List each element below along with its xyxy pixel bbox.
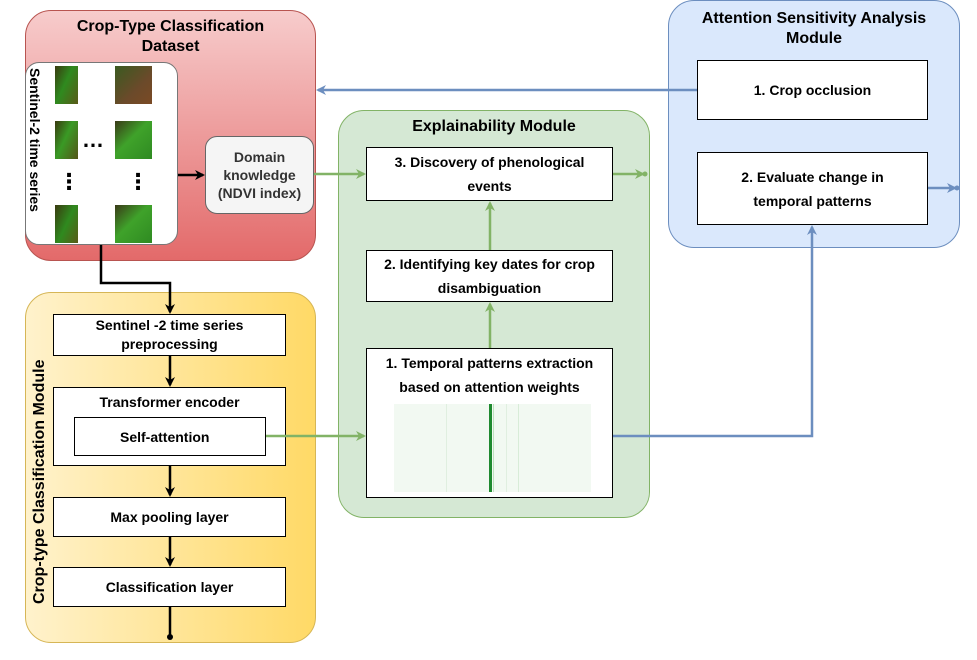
domain-knowledge-box: Domain knowledge (NDVI index) [205,136,314,214]
domain-knowledge-line1: Domain [233,149,286,165]
sensitivity-panel-title-line2: Module [786,30,842,47]
satellite-tile [55,121,78,159]
self-attention-label: Self-attention [120,428,210,445]
step2-line1: 2. Identifying key dates for crop [384,256,595,272]
satellite-tile [115,121,152,159]
max-pooling-label: Max pooling layer [110,509,229,525]
preprocessing-line1: Sentinel -2 time series [95,317,244,333]
satellite-tile [115,205,152,243]
ellipsis-horizontal: … [82,127,104,152]
crop-occlusion-box: 1. Crop occlusion [697,60,928,120]
preprocessing-line2: preprocessing [121,336,218,352]
step3-discovery-box: 3. Discovery of phenological events [366,147,613,201]
classification-layer-box: Classification layer [53,567,286,607]
preprocessing-box: Sentinel -2 time series preprocessing [53,314,286,356]
evaluate-change-line2: temporal patterns [753,192,872,209]
evaluate-change-line1: 2. Evaluate change in [741,168,884,185]
arrow-step1-to-evaluate [613,225,817,438]
step3-line2: events [467,178,512,194]
satellite-image-grid [25,62,178,245]
arrow-dataset-to-preprocessing [99,245,175,314]
crop-occlusion-label: 1. Crop occlusion [753,82,872,98]
classification-layer-label: Classification layer [105,579,234,595]
step2-line2: disambiguation [437,280,542,296]
self-attention-box: Self-attention [74,417,266,456]
evaluate-change-box: 2. Evaluate change in temporal patterns [697,152,928,225]
step3-line1: 3. Discovery of phenological [394,154,585,170]
domain-knowledge-line3: (NDVI index) [217,185,302,201]
ellipsis-vertical-right: ⋮ [127,169,149,194]
explainability-panel-title: Explainability Module [412,118,576,135]
dataset-panel-title-line1: Crop-Type Classification [76,18,265,35]
satellite-tile [115,66,152,104]
satellite-tile [55,66,78,104]
step3-output-dot [642,171,648,177]
evaluate-output-dot [954,185,960,191]
ellipsis-vertical-left: ⋮ [58,169,80,194]
step1-line1: 1. Temporal patterns extraction [385,355,594,371]
dataset-panel-title-line2: Dataset [141,38,200,55]
step2-key-dates-box: 2. Identifying key dates for crop disamb… [366,250,613,302]
transformer-encoder-label: Transformer encoder [99,394,240,410]
step1-temporal-patterns-box: 1. Temporal patterns extraction based on… [366,348,613,498]
sensitivity-panel-title-line1: Attention Sensitivity Analysis [701,10,927,27]
max-pooling-box: Max pooling layer [53,497,286,537]
domain-knowledge-line2: knowledge [223,167,296,183]
attention-heatmap [394,404,591,492]
step1-line2: based on attention weights [399,379,580,395]
satellite-tile [55,205,78,243]
output-end-dot [167,634,173,640]
